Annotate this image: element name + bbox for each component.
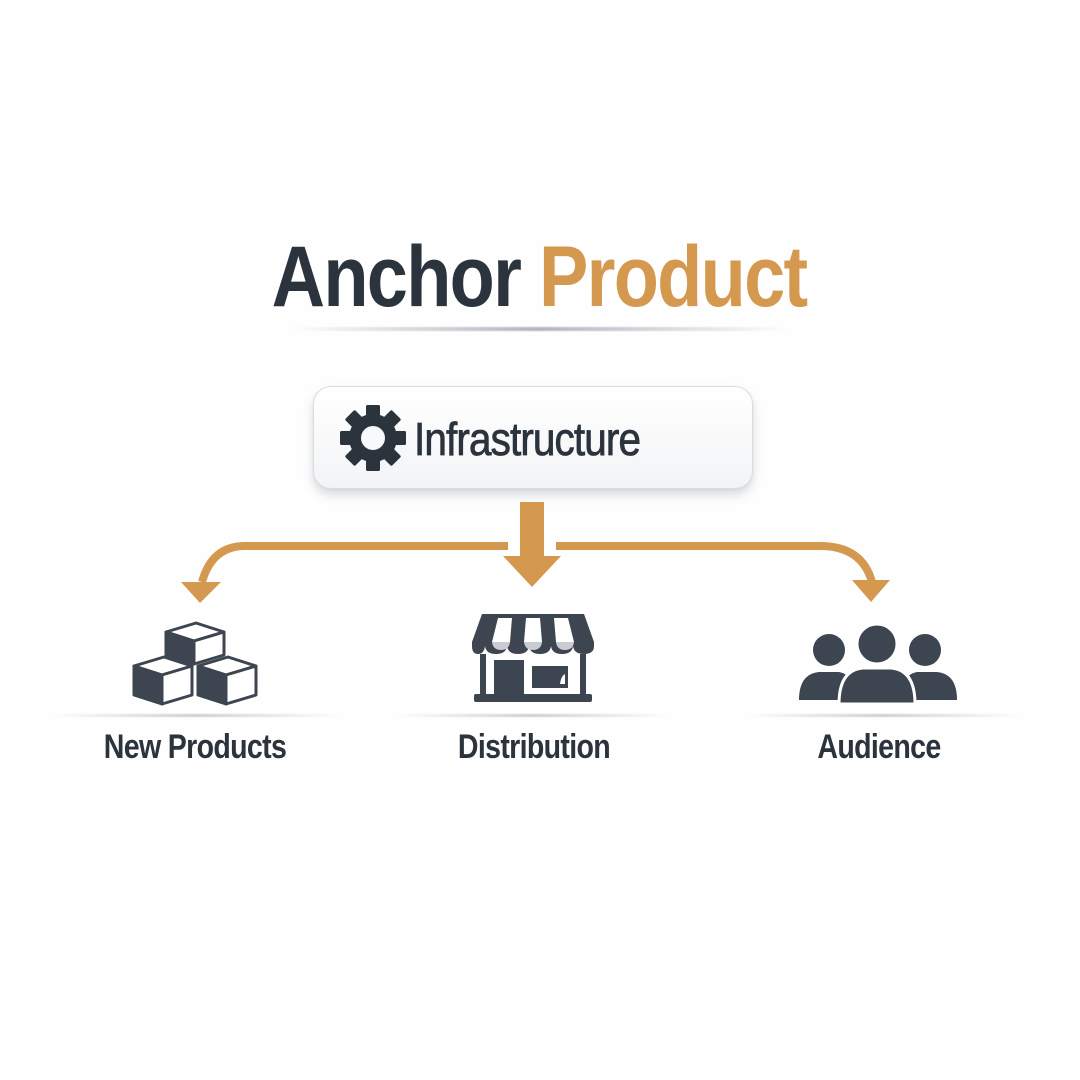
node-label-new-products: New Products (103, 728, 287, 766)
connector-right (556, 542, 876, 584)
node-label-audience: Audience (817, 728, 941, 766)
storefront-icon (472, 614, 594, 702)
title-part-anchor: Anchor (271, 229, 522, 325)
node-label-distribution: Distribution (457, 728, 611, 766)
title-divider (288, 327, 788, 331)
infrastructure-node: Infrastructure (313, 386, 753, 489)
connector-left (198, 542, 508, 584)
center-arrow-shaft (520, 502, 544, 557)
people-group-icon (799, 622, 957, 706)
node-divider-new-products (50, 714, 340, 717)
arrowhead-left-icon (181, 582, 221, 603)
node-divider-audience (745, 714, 1020, 717)
title-part-product: Product (539, 229, 808, 325)
infrastructure-label: Infrastructure (414, 413, 642, 466)
diagram-title: Anchor Product (75, 222, 1004, 332)
arrowhead-right-icon (852, 580, 890, 602)
center-arrowhead-icon (503, 556, 561, 587)
boxes-icon (132, 621, 258, 706)
gear-icon (340, 405, 406, 471)
node-divider-distribution (395, 714, 670, 717)
